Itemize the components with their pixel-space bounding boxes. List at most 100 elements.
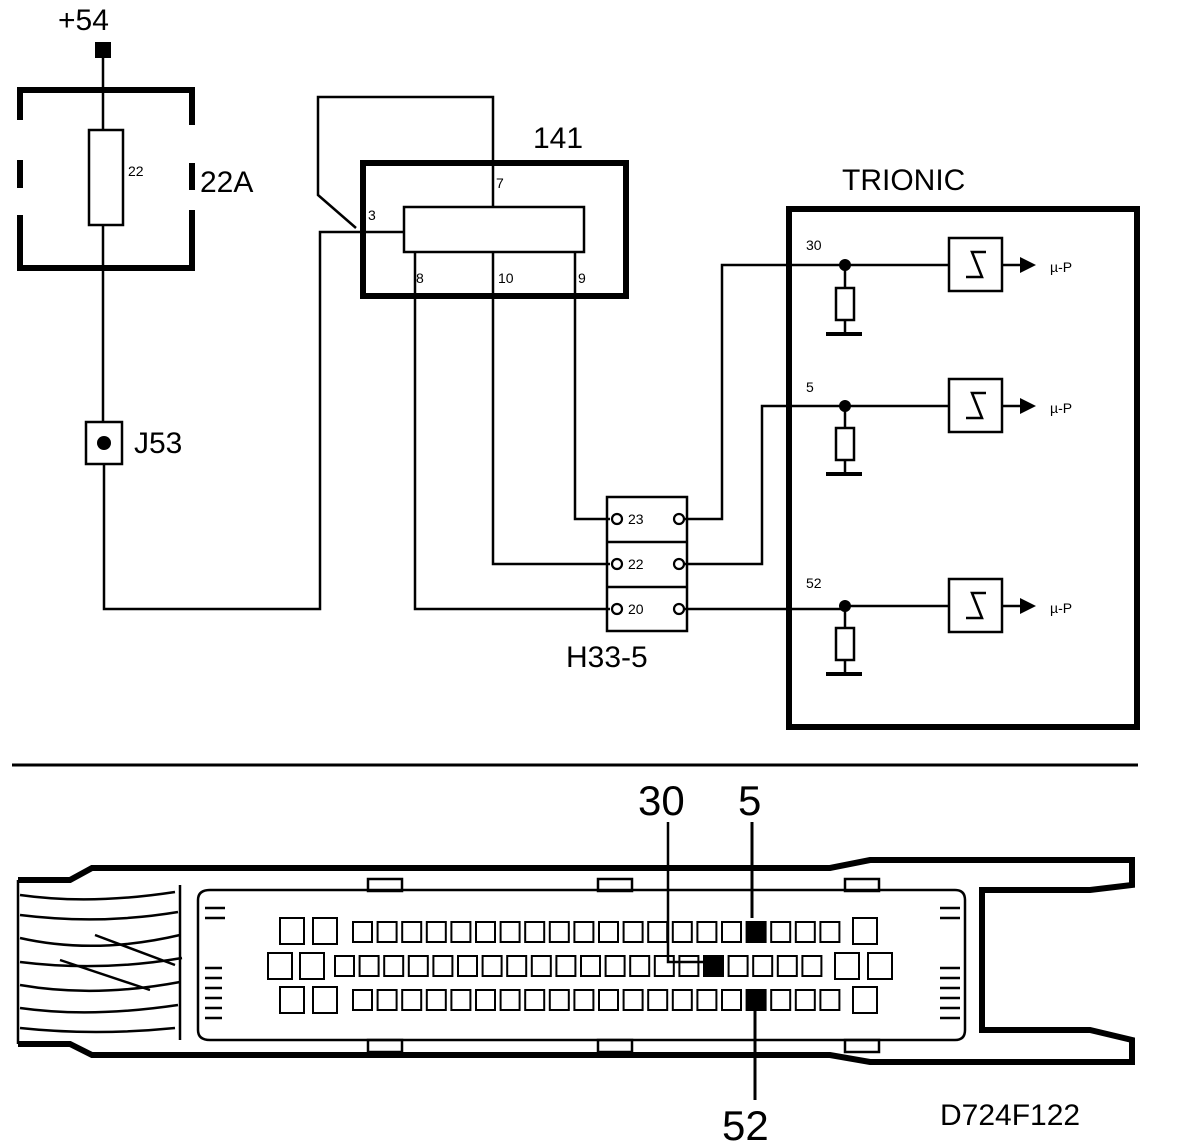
- wire-22-to-5: [684, 404, 845, 566]
- connector-large-pin: [279, 986, 305, 1014]
- component-pin-8: 8: [416, 270, 424, 286]
- connector-pin-23: 23: [628, 511, 644, 527]
- connector-pin: [506, 955, 528, 977]
- connector-large-pin: [299, 952, 325, 980]
- ecu-box: [786, 206, 1140, 730]
- fuse-box: [17, 87, 195, 271]
- connector-pin: [647, 989, 669, 1011]
- ecu-channel-52: [826, 577, 1036, 676]
- wire-junction-to-pin3: [102, 230, 404, 611]
- wire-pin7-loop: [316, 95, 495, 229]
- component-pin-9: 9: [578, 270, 586, 286]
- connector-pin: [819, 921, 841, 943]
- connector-pin: [524, 921, 546, 943]
- connector-large-pin: [312, 917, 338, 945]
- connector-pin: [622, 989, 644, 1011]
- connector-pin: [629, 955, 651, 977]
- connector-pin: [794, 989, 816, 1011]
- connector-pin: [727, 955, 749, 977]
- connector-pin: [752, 955, 774, 977]
- connector-pin: [499, 989, 521, 1011]
- callout-label-30: 30: [638, 777, 685, 824]
- ecu-channel-30: [826, 236, 1036, 336]
- junction-node: [97, 436, 111, 450]
- connector-pin: [401, 989, 423, 1011]
- connector-pin: [352, 989, 373, 1011]
- connector-pin: [401, 921, 423, 943]
- wire-pin8-to-20: [413, 252, 610, 611]
- connector-label: H33-5: [566, 641, 648, 674]
- connector-pin: [358, 955, 380, 977]
- connector-pin: [524, 989, 546, 1011]
- drawing-code: D724F122: [940, 1099, 1080, 1132]
- component-pin-7: 7: [496, 175, 504, 191]
- connector-pin-22: 22: [628, 556, 644, 572]
- connector-pin: [776, 955, 798, 977]
- ecu-output-52: µ-P: [1050, 600, 1072, 616]
- ecu-channel-5: [826, 377, 1036, 476]
- connector-pin: [499, 921, 521, 943]
- connector-pin-grid: [267, 917, 893, 1014]
- connector-pin: [671, 989, 693, 1011]
- connector-pin: [573, 989, 595, 1011]
- junction-label: J53: [134, 427, 182, 460]
- connector-large-pin: [852, 986, 878, 1014]
- connector-pin: [647, 921, 669, 943]
- connector-pin: [481, 955, 503, 977]
- fuse-element: [87, 128, 125, 227]
- connector-pin: [696, 921, 718, 943]
- connector-pin: [457, 955, 478, 977]
- connector-pin: [801, 955, 823, 977]
- callout-line-30: [666, 822, 712, 964]
- connector-pin: [407, 955, 429, 977]
- fuse-number: 22: [128, 163, 144, 179]
- component-label: 141: [533, 122, 583, 155]
- supply-label: +54: [58, 4, 109, 37]
- component-module: [402, 205, 586, 254]
- connector-pin: [678, 955, 700, 977]
- connector-pin: [425, 989, 447, 1011]
- callout-label-52: 52: [722, 1102, 769, 1148]
- connector-h33-5: [605, 495, 689, 633]
- ecu-connector-housing: [16, 857, 1135, 1065]
- connector-pin: [555, 955, 577, 977]
- connector-pin: [376, 921, 398, 943]
- connector-pin: [432, 955, 454, 977]
- connector-pin-20: 20: [628, 601, 644, 617]
- connector-pin: [573, 921, 595, 943]
- connector-pin: [376, 989, 398, 1011]
- connector-pin-30-highlight: [703, 955, 724, 977]
- connector-large-pin: [267, 952, 293, 980]
- ecu-output-5: µ-P: [1050, 400, 1072, 416]
- connector-pin: [598, 989, 619, 1011]
- supply-terminal: [95, 42, 111, 58]
- connector-large-pin: [279, 917, 305, 945]
- fuse-label: 22A: [200, 166, 253, 199]
- connector-pin: [653, 955, 675, 977]
- callout-label-5: 5: [738, 777, 761, 824]
- connector-large-pin: [852, 917, 878, 945]
- connector-pin: [770, 989, 792, 1011]
- connector-pin: [352, 921, 373, 943]
- wire-pin9-to-23: [573, 252, 610, 521]
- connector-pin: [721, 989, 742, 1011]
- component-box: [360, 160, 629, 299]
- connector-pin: [598, 921, 619, 943]
- connector-pin-5-highlight: [745, 921, 767, 943]
- connector-pin: [425, 921, 447, 943]
- connector-large-pin: [312, 986, 338, 1014]
- connector-pin: [696, 989, 718, 1011]
- connector-pin: [548, 989, 570, 1011]
- connector-pin: [334, 955, 355, 977]
- connector-pin: [450, 989, 472, 1011]
- component-pin-3: 3: [368, 207, 376, 223]
- connector-pin: [548, 921, 570, 943]
- connector-pin: [450, 921, 472, 943]
- wire-23-to-30: [684, 263, 845, 521]
- ecu-output-30: µ-P: [1050, 259, 1072, 275]
- wire-pin10-to-22: [491, 252, 610, 566]
- connector-pin: [383, 955, 405, 977]
- connector-pin: [475, 921, 496, 943]
- ecu-pin-30: 30: [806, 237, 822, 253]
